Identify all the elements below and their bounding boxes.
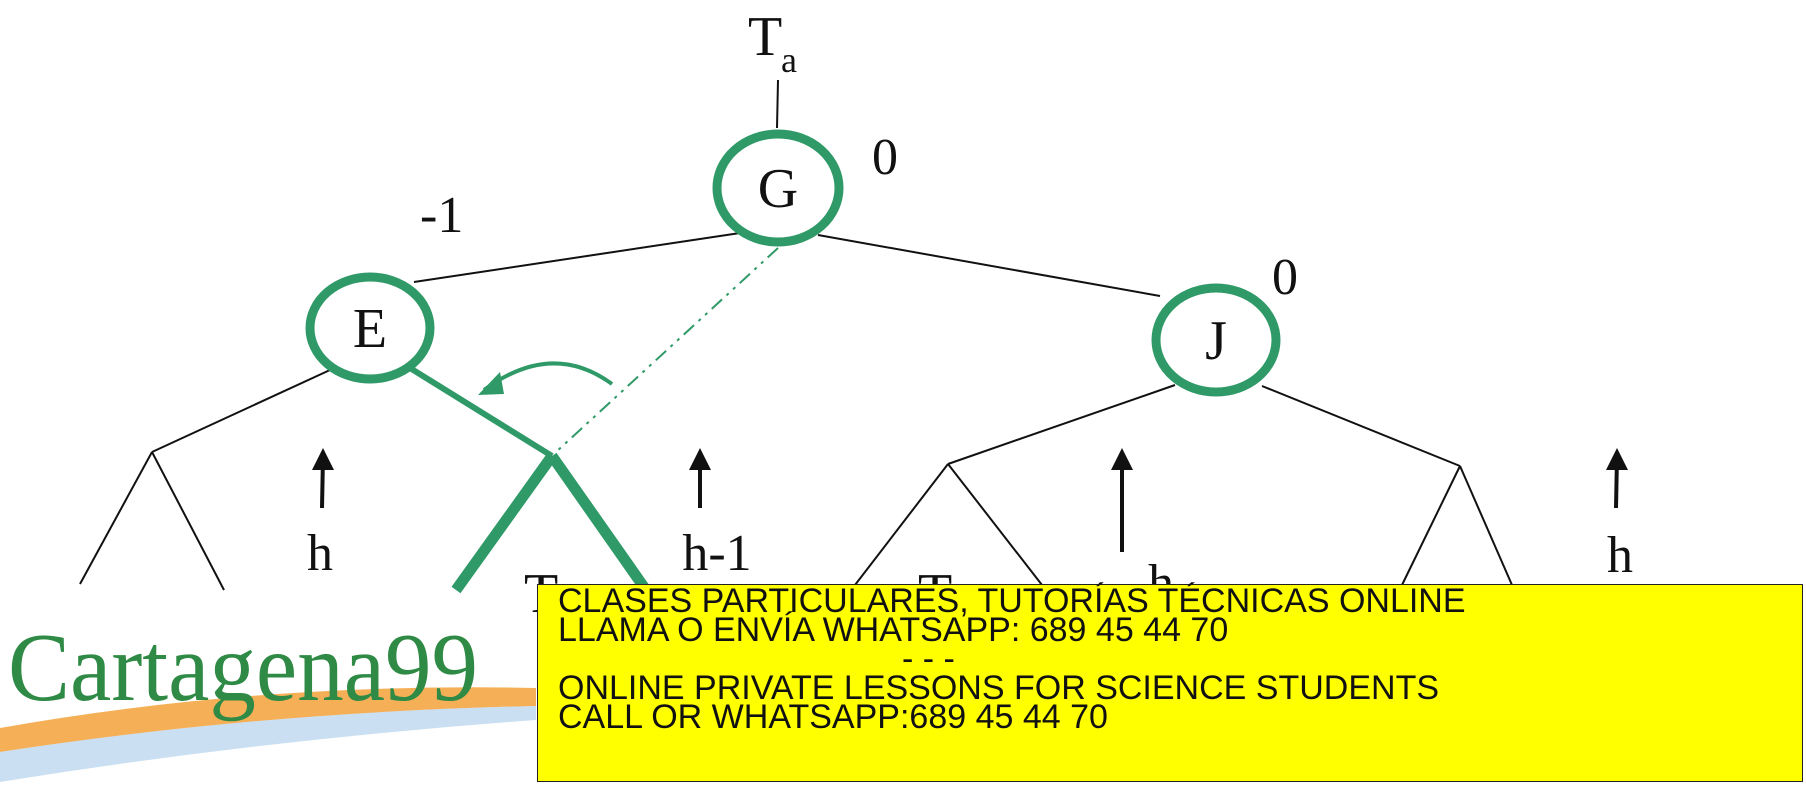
subtree-e-left-side-a (79, 451, 153, 585)
root-edge (776, 79, 779, 129)
edge-g-j (817, 234, 1161, 297)
edge-e-right-subtree-highlight (408, 365, 554, 459)
banner-line-4: CALL OR WHATSAPP:689 45 44 70 (558, 698, 1108, 736)
node-e-circle (305, 272, 435, 384)
highlight-subtree-side-a (451, 452, 557, 594)
balance-e: -1 (420, 187, 463, 244)
banner-line-2: LLAMA O ENVÍA WHATSAPP: 689 45 44 70 (558, 611, 1229, 649)
balance-j: 0 (1272, 249, 1298, 306)
rotation-link-dashdot (555, 247, 779, 453)
root-label-subscript: a (781, 40, 797, 80)
logo-text: Cartagena99 (8, 614, 478, 722)
logo-swoosh (0, 687, 536, 752)
balance-g: 0 (872, 129, 898, 186)
banner-line-1: CLASES PARTICULARES, TUTORÍAS TÉCNICAS O… (558, 582, 1466, 620)
node-j-circle (1151, 283, 1281, 397)
banner-separator: - - - (902, 640, 955, 678)
rotation-arrow-icon (482, 361, 614, 392)
node-j-label: J (1205, 310, 1227, 372)
subtree-e-left-side-b (151, 451, 225, 591)
rotation-arrowhead-icon (478, 372, 504, 395)
highlight-subtree-side-b (547, 452, 651, 594)
root-label: T (748, 6, 782, 68)
height-arrow-j-right (1606, 448, 1628, 509)
banner-line-3: ONLINE PRIVATE LESSONS FOR SCIENCE STUDE… (558, 669, 1440, 707)
edge-g-e (413, 232, 741, 283)
edge-j-right-subtree (1261, 385, 1461, 467)
subtree-j-left-side-a (854, 463, 949, 586)
height-arrow-j-left (1111, 448, 1133, 552)
height-arrow-e-left (312, 448, 334, 509)
node-g-circle (712, 129, 844, 247)
node-g-label: G (758, 158, 798, 220)
logo-swoosh-shadow (0, 706, 536, 782)
height-e-right: h-1 (682, 525, 751, 582)
edge-e-left-subtree (151, 369, 331, 453)
cartagena-logo: Cartagena99 (0, 614, 536, 782)
node-e-label: E (353, 298, 387, 360)
subtree-j-right-side-b (1459, 465, 1513, 586)
height-e-left: h (307, 525, 333, 582)
edge-j-left-subtree (947, 384, 1176, 465)
subtree-j-right-side-a (1401, 465, 1461, 586)
height-j-right: h (1607, 527, 1633, 584)
subtree-j-left-side-b (947, 463, 1043, 586)
watermark-banner: CLASES PARTICULARES, TUTORÍAS TÉCNICAS O… (537, 584, 1803, 782)
height-arrow-e-right (689, 448, 711, 508)
